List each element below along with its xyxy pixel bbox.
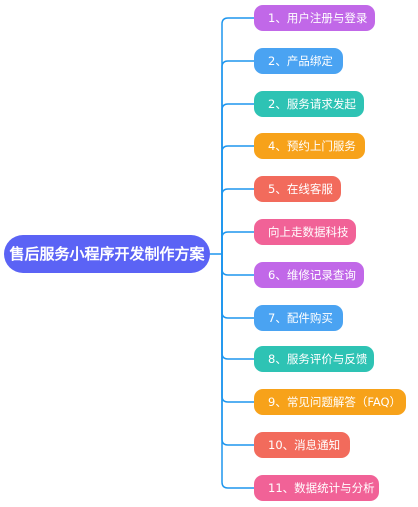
topic-data-analytics[interactable]: 11、数据统计与分析 [254, 475, 379, 501]
topic-product-binding[interactable]: 2、产品绑定 [254, 48, 343, 74]
connector-line [221, 254, 254, 403]
topic-online-support[interactable]: 5、在线客服 [254, 176, 341, 202]
topic-service-review[interactable]: 8、服务评价与反馈 [254, 346, 374, 372]
topic-company-name[interactable]: 向上走数据科技 [254, 219, 356, 245]
topic-user-registration-login[interactable]: 1、用户注册与登录 [254, 5, 375, 31]
connector-line [221, 103, 254, 254]
topic-onsite-appointment[interactable]: 4、预约上门服务 [254, 133, 365, 159]
connector-line [221, 254, 254, 319]
connector-line [221, 254, 254, 360]
connector-line [221, 254, 254, 276]
connector-line [221, 254, 254, 446]
connector-line [221, 145, 254, 254]
connector-line [221, 231, 254, 254]
topic-parts-purchase[interactable]: 7、配件购买 [254, 305, 343, 331]
connector-line [221, 188, 254, 254]
topic-service-request[interactable]: 2、服务请求发起 [254, 91, 364, 117]
connector-line [221, 254, 254, 489]
root-topic[interactable]: 售后服务小程序开发制作方案 [4, 235, 210, 273]
connector-line [221, 17, 254, 254]
topic-repair-history[interactable]: 6、维修记录查询 [254, 262, 364, 288]
topic-notifications[interactable]: 10、消息通知 [254, 432, 350, 458]
topic-faq[interactable]: 9、常见问题解答（FAQ） [254, 389, 406, 415]
connector-line [221, 60, 254, 254]
